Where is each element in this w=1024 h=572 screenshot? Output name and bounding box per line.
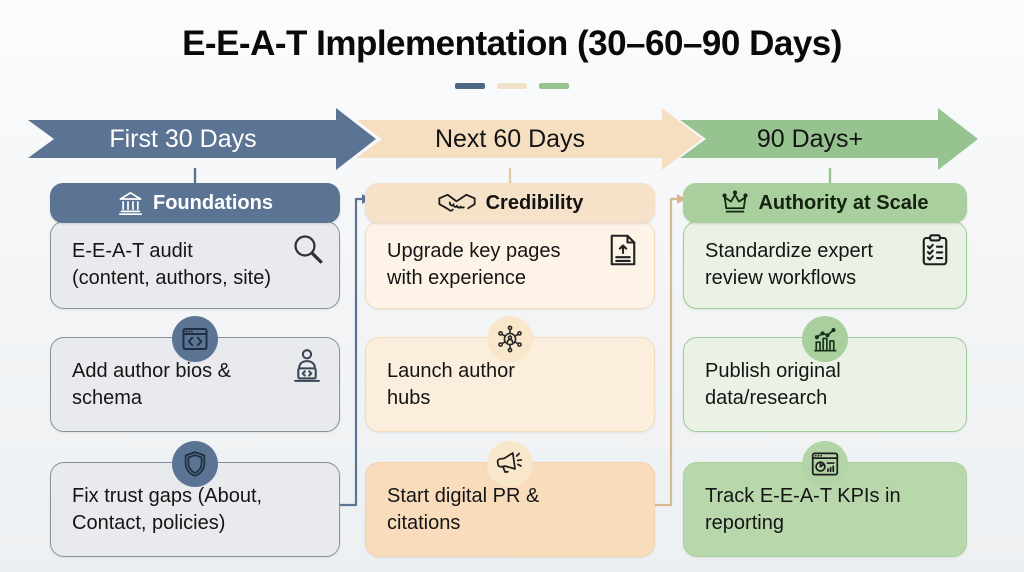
analytics-dashboard-icon [809, 448, 841, 480]
author-network-icon [494, 323, 526, 355]
phase-legend [0, 83, 1024, 89]
shield-icon [180, 449, 210, 479]
phase2-dash [497, 83, 527, 89]
phase3-card-track-kpis-text: Track E-E-A-T KPIs in reporting [705, 484, 901, 534]
phase2-card-author-hubs-text: Launch author hubs [387, 359, 515, 409]
phase3-column: Authority at Scale Standardize expert re… [683, 183, 967, 557]
phase2-header: Credibility [365, 183, 655, 223]
phase1-dash [455, 83, 485, 89]
page-title: E-E-A-T Implementation (30–60–90 Days) [182, 24, 842, 63]
arrow-next-60-days: Next 60 Days [356, 120, 664, 158]
phase3-card2-badge [802, 316, 848, 362]
phase1-card-audit-text: E-E-A-T audit (content, authors, site) [72, 240, 271, 289]
phase2-card2-badge [487, 316, 533, 362]
crown-icon [721, 189, 749, 217]
phase3-header-label: Authority at Scale [758, 191, 929, 214]
phase2-card-upgrade-pages-text: Upgrade key pages with experience [387, 240, 561, 289]
phase1-card2-badge [172, 316, 218, 362]
arrow-next-60-days-head-icon [662, 108, 702, 170]
phase2-header-label: Credibility [485, 191, 584, 214]
phase2-column: Credibility Upgrade key pages with exper… [365, 183, 655, 557]
megaphone-icon [492, 447, 528, 481]
checklist-clipboard-icon [917, 231, 953, 269]
arrow-90-days-plus-head-icon [938, 108, 978, 170]
phase2-card-digital-pr: Start digital PR & citations [365, 462, 655, 557]
phase1-header-label: Foundations [153, 191, 273, 214]
phase1-card-trust-gaps-text: Fix trust gaps (About, Contact, policies… [72, 484, 263, 534]
arrow-90-days-plus: 90 Days+ [680, 120, 940, 158]
phase2-card-digital-pr-text: Start digital PR & citations [387, 484, 540, 534]
phase3-card-original-data-text: Publish original data/research [705, 359, 841, 409]
document-upload-icon [605, 231, 641, 269]
phase3-card-review-workflows: Standardize expert review workflows [683, 221, 967, 309]
phase1-card3-badge [172, 441, 218, 487]
phase3-card-review-workflows-text: Standardize expert review workflows [705, 240, 873, 289]
phase2-card-upgrade-pages: Upgrade key pages with experience [365, 221, 655, 309]
arrow-next-60-days-label: Next 60 Days [434, 124, 586, 153]
phase3-card3-badge [802, 441, 848, 487]
phase1-card-author-bios-text: Add author bios & schema [72, 359, 231, 409]
arrow-first-30-days-head-icon [336, 108, 376, 170]
phase1-column: Foundations E-E-A-T audit (content, auth… [50, 183, 340, 557]
phase3-header: Authority at Scale [683, 183, 967, 223]
arrow-first-30-days: First 30 Days [28, 120, 338, 158]
magnifier-icon [290, 231, 326, 267]
arrow-first-30-days-label: First 30 Days [109, 124, 257, 153]
phase1-card-audit: E-E-A-T audit (content, authors, site) [50, 221, 340, 309]
arrow-90-days-plus-label: 90 Days+ [756, 124, 864, 153]
bank-icon [117, 190, 144, 217]
phase1-header: Foundations [50, 183, 340, 223]
phase2-card3-badge [487, 441, 533, 487]
growth-chart-icon [810, 324, 840, 354]
handshake-icon [437, 190, 477, 216]
person-laptop-icon [288, 347, 326, 385]
code-window-icon [180, 324, 210, 354]
phase3-dash [539, 83, 569, 89]
phase1-card-author-bios: Add author bios & schema [50, 337, 340, 432]
